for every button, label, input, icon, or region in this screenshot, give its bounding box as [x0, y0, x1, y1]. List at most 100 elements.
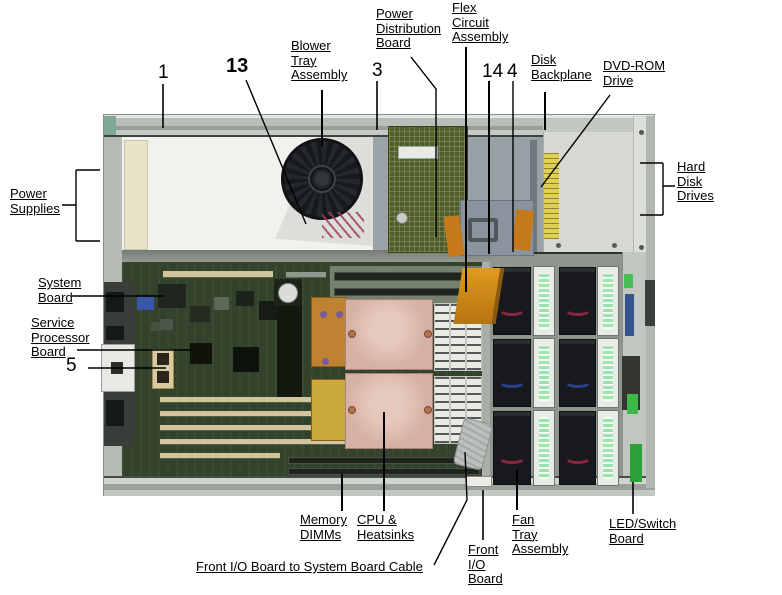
pci-slot [160, 411, 356, 417]
callout-hard-disk-drives: Hard Disk Drives [677, 159, 714, 204]
heatsink-clip [348, 406, 356, 414]
memory-slot [334, 272, 480, 281]
pdb-label-sticker [398, 146, 438, 159]
cpu-heatsink-upper [345, 299, 433, 370]
heatsink-clip [424, 406, 432, 414]
blue-label [625, 294, 634, 336]
vrm-module [311, 379, 347, 441]
fan-wire [564, 302, 592, 316]
pci-slot [160, 397, 356, 403]
screw [556, 243, 561, 248]
fan-wire [498, 374, 526, 388]
chip [236, 291, 254, 306]
pci-slot [160, 425, 356, 431]
screw [639, 130, 644, 135]
chip [160, 319, 173, 330]
callout-blower-tray-assembly: Blower Tray Assembly [291, 38, 348, 83]
callout-flex-circuit-assembly: Flex Circuit Assembly [452, 0, 509, 45]
dimm-module [435, 377, 449, 443]
heatsink-clip [424, 330, 432, 338]
fan-module [597, 266, 619, 336]
fan-module-label [603, 273, 613, 329]
cpu-heatsink-lower [345, 373, 433, 449]
fan-module-label [603, 345, 613, 401]
bracket-handle [468, 218, 498, 242]
chassis-corner-latch [104, 116, 116, 135]
fan [493, 339, 531, 407]
leader-power-supplies [62, 169, 100, 242]
callout-number-5: 5 [66, 355, 77, 376]
board-slot [286, 272, 326, 278]
connector-blue [137, 297, 154, 310]
disk-backplane-edge [530, 140, 537, 252]
chassis-top-rail [104, 115, 654, 137]
front-io-board-connector [466, 476, 492, 487]
rear-port [106, 326, 124, 340]
chassis-right-notch [645, 280, 655, 326]
pci-slot [160, 439, 356, 445]
pdb-screw [396, 212, 408, 224]
callout-number-14: 14 [482, 61, 504, 82]
blower-wires [322, 212, 364, 238]
rear-connector-opening [111, 362, 123, 374]
callout-number-13: 13 [226, 55, 249, 77]
memory-slot [288, 457, 480, 464]
callout-number-4: 4 [507, 61, 518, 82]
capacitor [336, 311, 343, 318]
chip [190, 343, 212, 364]
fan-module-label [603, 417, 613, 479]
screw [612, 243, 617, 248]
black-heatsink [277, 306, 302, 400]
fan-module [533, 410, 555, 486]
fan-wire [498, 450, 526, 464]
capacitor [322, 358, 329, 365]
callout-led-switch-board: LED/Switch Board [609, 516, 677, 546]
callout-cpu-heatsinks: CPU & Heatsinks [357, 512, 415, 542]
led-switch-board-part [627, 394, 638, 414]
fan [559, 339, 596, 407]
fan-module [533, 266, 555, 336]
memory-slot [288, 468, 480, 475]
callout-front-io-cable: Front I/O Board to System Board Cable [196, 559, 423, 574]
heatsink-clip [348, 330, 356, 338]
callout-memory-dimms: Memory DIMMs [300, 512, 347, 542]
callout-number-1: 1 [158, 62, 169, 83]
fan [493, 411, 531, 485]
fan-wire [498, 302, 526, 316]
flex-circuit [453, 268, 505, 324]
fan-module [597, 338, 619, 408]
callout-power-distribution-board: Power Distribution Board [376, 6, 442, 51]
fan-module-label [539, 417, 549, 479]
callout-number-3: 3 [372, 60, 383, 81]
rear-port [106, 400, 124, 426]
fan-module [533, 338, 555, 408]
led-switch-board-part [630, 444, 642, 482]
screw [639, 245, 644, 250]
callout-power-supplies: Power Supplies [10, 186, 60, 216]
vrm-module [311, 297, 347, 367]
chip [190, 306, 210, 322]
chip [158, 284, 186, 308]
pci-slot [160, 453, 280, 459]
chip [151, 322, 161, 331]
fan [559, 267, 596, 335]
callout-front-io-board: Front I/O Board [468, 542, 503, 587]
fan-wire [564, 374, 592, 388]
dvd-yellow-label [544, 153, 559, 239]
round-chip [278, 283, 298, 303]
callout-disk-backplane: Disk Backplane [531, 52, 592, 82]
power-supply-edge [124, 140, 148, 250]
fan [559, 411, 596, 485]
connector-slot [157, 371, 169, 383]
blower-fan-hub [308, 165, 336, 193]
bga-chip [233, 347, 259, 372]
led-green-block [624, 274, 633, 288]
callout-fan-tray-assembly: Fan Tray Assembly [512, 512, 569, 557]
dvd-rom-top-rail [543, 119, 635, 132]
chassis-mid-divider [122, 250, 490, 264]
fan-module-label [539, 345, 549, 401]
callout-dvd-rom-drive: DVD-ROM Drive [603, 58, 666, 88]
board-slot [163, 271, 273, 278]
chip [214, 297, 229, 310]
